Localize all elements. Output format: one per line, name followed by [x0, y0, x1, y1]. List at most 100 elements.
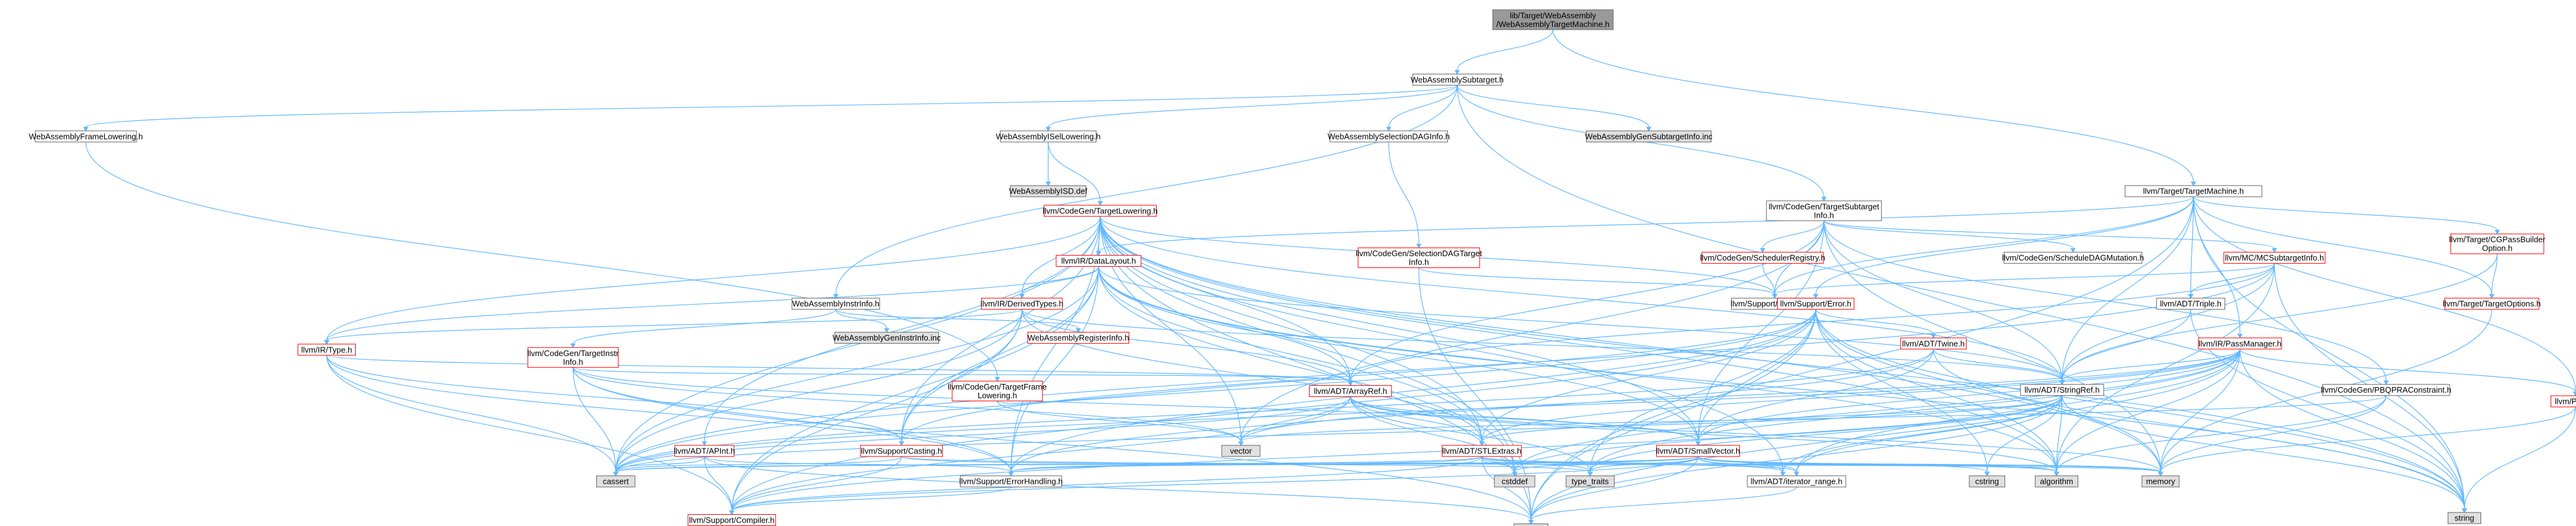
- node-instr[interactable]: WebAssemblyInstrInfo.h: [792, 298, 880, 310]
- edge-line: [1100, 216, 1532, 520]
- node-box: [2003, 252, 2143, 264]
- node-label: WebAssemblyGenSubtargetInfo.inc: [1585, 132, 1713, 141]
- edge-line: [85, 84, 1458, 128]
- node-sref[interactable]: llvm/ADT/StringRef.h: [2020, 384, 2104, 396]
- node-isel[interactable]: WebAssemblyISelLowering.h: [996, 130, 1101, 143]
- edge-arrowhead: [1512, 471, 1518, 477]
- node-label: Lowering.h: [977, 391, 1017, 400]
- edge-line: [2193, 197, 2576, 393]
- node-root[interactable]: lib/Target/WebAssembly/WebAssemblyTarget…: [1492, 9, 1614, 30]
- node-dagmut[interactable]: llvm/CodeGen/ScheduleDAGMutation.h: [2002, 252, 2144, 264]
- node-wasub[interactable]: WebAssemblySubtarget.h: [1411, 73, 1504, 86]
- node-aref[interactable]: llvm/ADT/ArrayRef.h: [1308, 385, 1392, 397]
- node-label: llvm/ADT/STLExtras.h: [1442, 446, 1522, 455]
- node-pass[interactable]: llvm/Pass.h: [2551, 395, 2576, 408]
- node-compiler[interactable]: llvm/Support/Compiler.h: [687, 514, 776, 526]
- node-errh[interactable]: llvm/Support/ErrorHandling.h: [959, 475, 1063, 488]
- node-label: llvm/CodeGen/PBQPRAConstraint.h: [2321, 385, 2451, 394]
- node-casting[interactable]: llvm/Support/Casting.h: [860, 445, 943, 457]
- edge-smallvec-to-errh: [1008, 456, 1699, 477]
- node-box: [1900, 337, 1967, 350]
- node-box: [2444, 298, 2539, 310]
- edge-line: [2491, 254, 2498, 295]
- node-tlow[interactable]: llvm/CodeGen/TargetLowering.h: [1043, 205, 1158, 217]
- edge-frame-to-tfl: [85, 141, 1000, 382]
- edge-line: [1021, 309, 1351, 382]
- node-pm[interactable]: llvm/IR/PassManager.h: [2198, 337, 2282, 350]
- edge-root-to-wasub: [1454, 29, 1554, 75]
- node-reginfo[interactable]: WebAssemblyRegisterInfo.h: [1027, 332, 1129, 344]
- node-apint[interactable]: llvm/ADT/APInt.h: [674, 445, 735, 457]
- node-stlext[interactable]: llvm/ADT/STLExtras.h: [1442, 445, 1522, 457]
- node-label: type_traits: [1572, 477, 1609, 486]
- node-type[interactable]: llvm/IR/Type.h: [298, 344, 356, 356]
- edge-line: [2056, 395, 2063, 473]
- edge-tm-to-topts: [2193, 197, 2495, 299]
- edge-line: [731, 456, 1483, 511]
- node-twine[interactable]: llvm/ADT/Twine.h: [1900, 337, 1967, 350]
- edge-line: [615, 309, 1816, 473]
- edge-line: [704, 456, 1532, 520]
- node-label: llvm/ADT/APInt.h: [674, 446, 735, 455]
- edge-arrowhead: [1821, 197, 1827, 202]
- node-box: [1221, 445, 1261, 457]
- node-label: WebAssemblyFrameLowering.h: [29, 132, 143, 141]
- node-iterrange[interactable]: llvm/ADT/iterator_range.h: [1747, 475, 1846, 488]
- edge-line: [1098, 196, 2194, 252]
- edge-line: [2062, 254, 2498, 381]
- node-dl[interactable]: llvm/IR/DataLayout.h: [1056, 255, 1142, 267]
- node-label: llvm/Support/ErrorHandling.h: [959, 477, 1063, 486]
- edge-arrowhead: [1930, 334, 1936, 339]
- edge-arrowhead: [702, 441, 707, 446]
- node-dt[interactable]: llvm/IR/DerivedTypes.h: [981, 298, 1064, 310]
- node-box: [2035, 475, 2078, 488]
- edge-pass-to-string: [2461, 407, 2576, 514]
- node-box: [1330, 130, 1448, 143]
- edge-line: [2239, 349, 2465, 509]
- edge-line: [1824, 220, 2063, 381]
- edge-line: [2193, 197, 2465, 509]
- edge-line: [326, 355, 617, 473]
- node-tm[interactable]: llvm/Target/TargetMachine.h: [2124, 185, 2262, 197]
- node-frame[interactable]: WebAssemblyFrameLowering.h: [29, 130, 143, 143]
- edge-line: [1815, 197, 2194, 295]
- node-mcsub[interactable]: llvm/MC/MCSubtargetInfo.h: [2223, 252, 2326, 264]
- edge-tsub-to-sched: [1760, 220, 1825, 253]
- node-box: [1656, 445, 1740, 457]
- edge-arrowhead: [2059, 380, 2065, 385]
- edge-line: [1350, 396, 1515, 473]
- edge-stlext-to-limits: [1481, 456, 1786, 477]
- edge-line: [572, 367, 1012, 473]
- node-label: llvm/CodeGen/TargetFrame: [948, 382, 1047, 391]
- node-box: [792, 298, 880, 310]
- edge-twine-to-string: [1933, 349, 2468, 514]
- node-error[interactable]: llvm/Support/Error.h: [1777, 298, 1855, 310]
- node-box: [2322, 384, 2450, 396]
- node-sched[interactable]: llvm/CodeGen/SchedulerRegistry.h: [1700, 252, 1825, 264]
- edge-pass-to-memory: [2158, 406, 2576, 477]
- edge-line: [326, 355, 902, 442]
- node-triple[interactable]: llvm/ADT/Triple.h: [2156, 298, 2226, 310]
- edge-line: [1350, 396, 1483, 442]
- edge-stlext-to-iterrange: [1481, 456, 1799, 477]
- node-label: algorithm: [2040, 477, 2073, 486]
- node-label: vector: [1230, 446, 1252, 455]
- edge-wasub-to-seldag: [1386, 85, 1458, 132]
- node-cstddef: cstddef: [1494, 475, 1535, 488]
- node-topts[interactable]: llvm/Target/TargetOptions.h: [2443, 298, 2541, 310]
- edge-tsub-to-mcsub: [1824, 220, 2277, 253]
- node-pbqp[interactable]: llvm/CodeGen/PBQPRAConstraint.h: [2321, 384, 2451, 396]
- edge-line: [1021, 309, 2063, 381]
- edge-error-to-smallvec: [1695, 309, 1816, 446]
- node-box: [674, 445, 734, 457]
- node-smallvec[interactable]: llvm/ADT/SmallVector.h: [1656, 445, 1740, 457]
- node-seldag[interactable]: WebAssemblySelectionDAGInfo.h: [1328, 130, 1450, 143]
- edge-line: [1100, 216, 2063, 381]
- edge-arrowhead: [324, 340, 330, 345]
